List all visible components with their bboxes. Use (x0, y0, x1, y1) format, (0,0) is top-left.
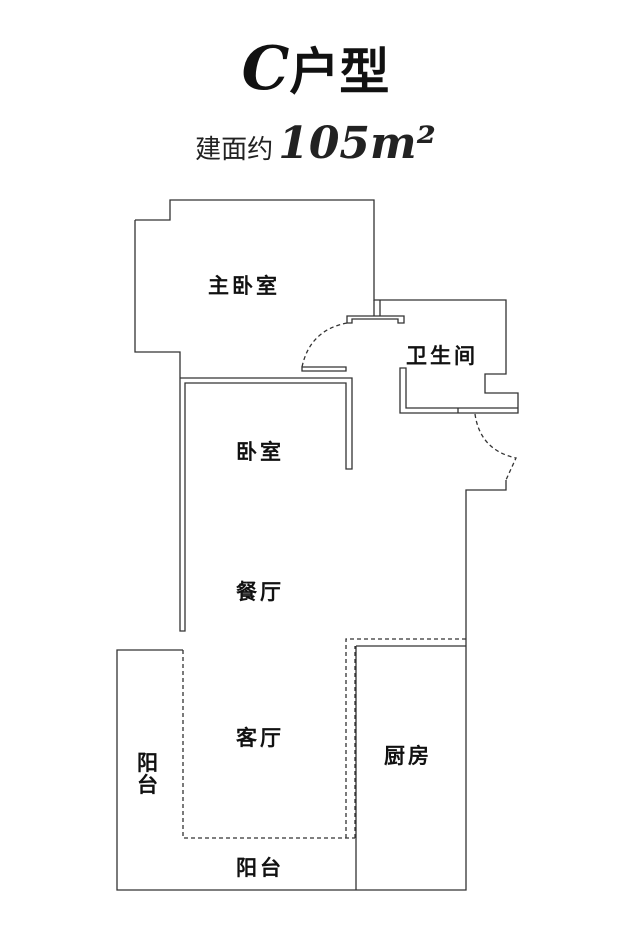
plan-title: C户型 (0, 32, 631, 104)
room-bathroom: 卫生间 (406, 344, 478, 368)
outer-wall (135, 199, 519, 414)
room-living: 客厅 (236, 726, 284, 750)
area-value: 105m² (278, 118, 436, 169)
bath-door-arc (301, 322, 517, 481)
title-letter: C (241, 34, 290, 104)
room-kitchen: 厨房 (384, 744, 432, 768)
area-text: 建面约 105m² (0, 118, 631, 169)
door-frame (301, 300, 405, 372)
room-balcony-side: 阳台 (137, 751, 158, 797)
area-label: 建面约 (195, 135, 274, 165)
room-dining: 餐厅 (236, 580, 284, 604)
right-wall (116, 408, 507, 891)
living-dashed (182, 638, 466, 839)
room-master-bedroom: 主卧室 (208, 274, 280, 298)
room-bedroom: 卧室 (236, 440, 284, 464)
room-balcony-bottom: 阳台 (236, 856, 284, 880)
master-wall (134, 220, 353, 632)
title-suffix: 户型 (289, 43, 390, 101)
